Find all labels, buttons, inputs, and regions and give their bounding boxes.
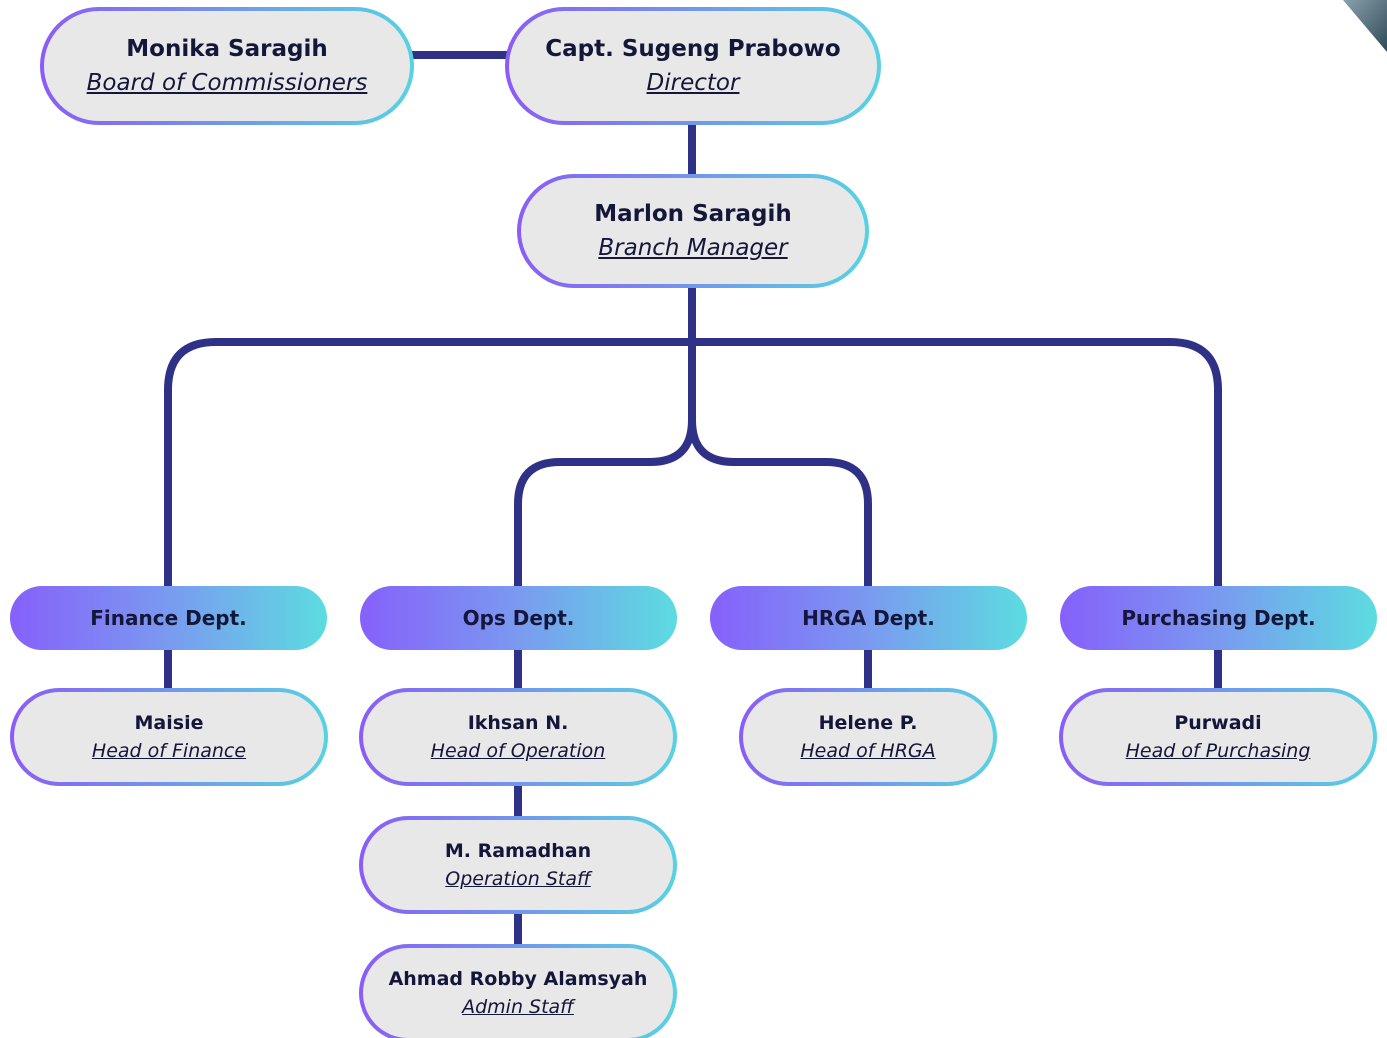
commissioner-role: Board of Commissioners [86, 70, 368, 96]
node-operation-staff: M. Ramadhan Operation Staff [359, 816, 677, 914]
head-finance-role: Head of Finance [91, 740, 247, 762]
dept-ops: Ops Dept. [360, 586, 677, 650]
head-hrga-name: Helene P. [818, 712, 918, 734]
node-branch-manager: Marlon Saragih Branch Manager [517, 174, 869, 288]
branch-manager-role: Branch Manager [598, 235, 788, 261]
head-hrga-role: Head of HRGA [800, 740, 936, 762]
connector-outer-branch [164, 338, 1222, 587]
node-director: Capt. Sugeng Prabowo Director [505, 7, 881, 125]
admin-staff-role: Admin Staff [462, 996, 574, 1018]
head-purchasing-role: Head of Purchasing [1125, 740, 1311, 762]
dept-finance: Finance Dept. [10, 586, 327, 650]
head-operation-name: Ikhsan N. [467, 712, 569, 734]
corner-photo-fragment [1343, 0, 1387, 52]
director-role: Director [646, 70, 740, 96]
dept-hrga: HRGA Dept. [710, 586, 1027, 650]
node-head-finance: Maisie Head of Finance [10, 688, 328, 786]
director-name: Capt. Sugeng Prabowo [545, 36, 841, 62]
admin-staff-name: Ahmad Robby Alamsyah [388, 968, 648, 990]
dept-purchasing: Purchasing Dept. [1060, 586, 1377, 650]
operation-staff-role: Operation Staff [445, 868, 591, 890]
commissioner-name: Monika Saragih [126, 36, 328, 62]
node-commissioner: Monika Saragih Board of Commissioners [40, 7, 414, 125]
branch-manager-name: Marlon Saragih [594, 201, 792, 227]
head-finance-name: Maisie [134, 712, 204, 734]
node-head-operation: Ikhsan N. Head of Operation [359, 688, 677, 786]
connector-inner-right [688, 419, 872, 587]
head-purchasing-name: Purwadi [1174, 712, 1262, 734]
node-admin-staff: Ahmad Robby Alamsyah Admin Staff [359, 944, 677, 1038]
connector-inner-left [514, 419, 696, 587]
operation-staff-name: M. Ramadhan [444, 840, 592, 862]
node-head-purchasing: Purwadi Head of Purchasing [1059, 688, 1377, 786]
node-head-hrga: Helene P. Head of HRGA [739, 688, 997, 786]
head-operation-role: Head of Operation [430, 740, 606, 762]
